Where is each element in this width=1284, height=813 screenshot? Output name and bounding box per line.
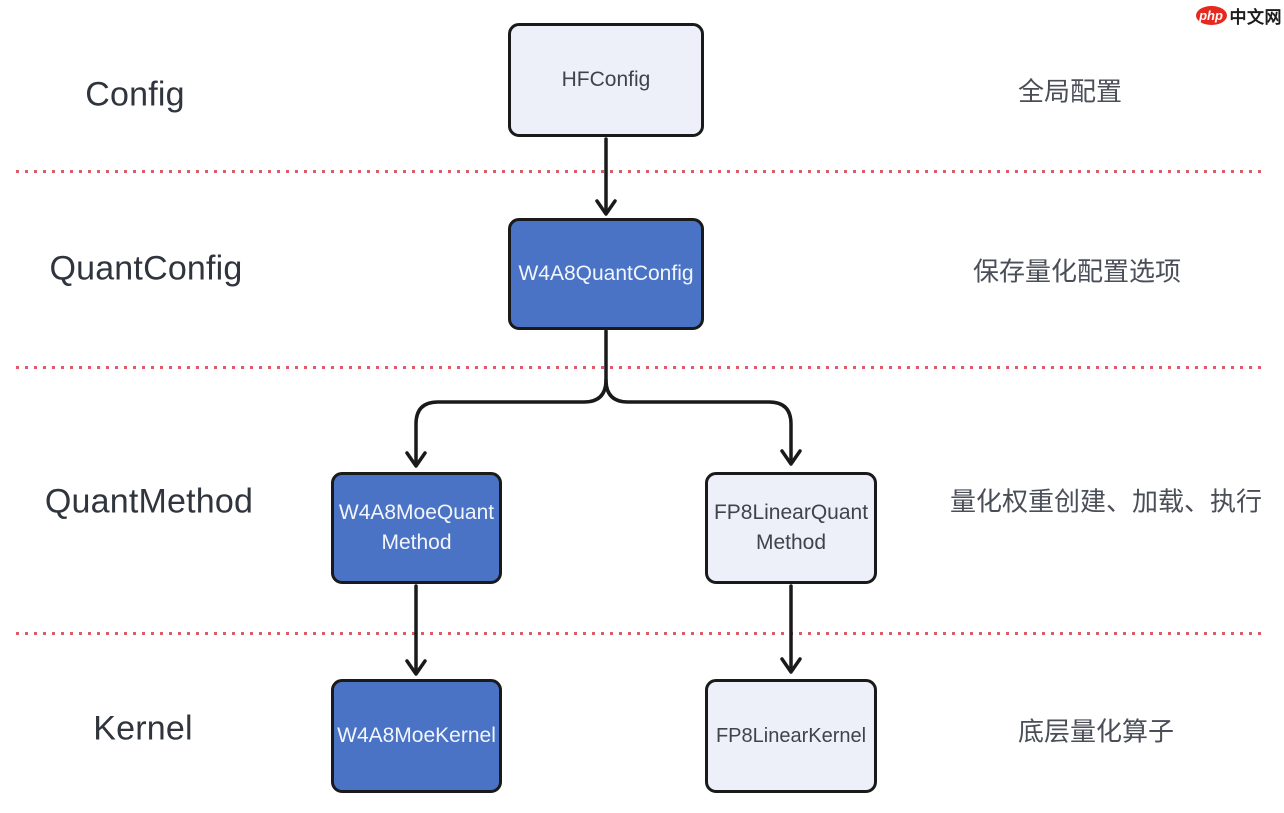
node-w4a8moekernel-label: W4A8MoeKernel	[337, 724, 496, 748]
arrow-w4a8quantconfig-branch-right	[604, 378, 802, 466]
php-logo-icon: php	[1195, 6, 1227, 25]
arrow-w4a8quantconfig-branch-left	[405, 329, 608, 468]
node-hfconfig: HFConfig	[508, 23, 704, 137]
site-logo-text: 中文网	[1229, 8, 1282, 27]
annotation-quantmethod: 量化权重创建、加载、执行	[950, 486, 1263, 517]
node-w4a8quantconfig: W4A8QuantConfig	[508, 218, 704, 330]
annotation-config: 全局配置	[1018, 76, 1123, 107]
node-w4a8moekernel: W4A8MoeKernel	[331, 679, 502, 793]
node-w4a8moequantmethod-line2: Method	[381, 531, 452, 554]
row-label-quantmethod: QuantMethod	[44, 482, 254, 521]
node-fp8linearkernel: FP8LinearKernel	[705, 679, 877, 793]
node-w4a8moequantmethod-line1: W4A8MoeQuant	[338, 501, 495, 525]
annotation-quantconfig: 保存量化配置选项	[973, 256, 1182, 287]
node-fp8linearquantmethod-line2: Method	[755, 531, 827, 554]
dotted-separator-2	[16, 366, 1266, 369]
row-label-kernel: Kernel	[93, 709, 193, 748]
row-label-quantconfig: QuantConfig	[49, 249, 243, 288]
site-logo: php 中文网	[1195, 3, 1283, 28]
dotted-separator-3	[16, 632, 1266, 635]
node-hfconfig-label: HFConfig	[561, 68, 651, 92]
row-label-config: Config	[85, 75, 185, 114]
arrow-fp8linearquantmethod-to-fp8linearkernel	[780, 584, 802, 674]
node-w4a8quantconfig-label: W4A8QuantConfig	[518, 262, 694, 286]
node-fp8linearquantmethod: FP8LinearQuant Method	[705, 472, 877, 584]
node-w4a8moequantmethod: W4A8MoeQuant Method	[331, 472, 502, 584]
dotted-separator-1	[16, 170, 1266, 173]
node-fp8linearkernel-label: FP8LinearKernel	[715, 724, 867, 747]
arrow-w4a8moequantmethod-to-w4a8moekernel	[405, 584, 427, 676]
arrow-hfconfig-to-w4a8quantconfig	[595, 137, 617, 216]
annotation-kernel: 底层量化算子	[1018, 716, 1175, 747]
node-fp8linearquantmethod-line1: FP8LinearQuant	[713, 501, 869, 525]
